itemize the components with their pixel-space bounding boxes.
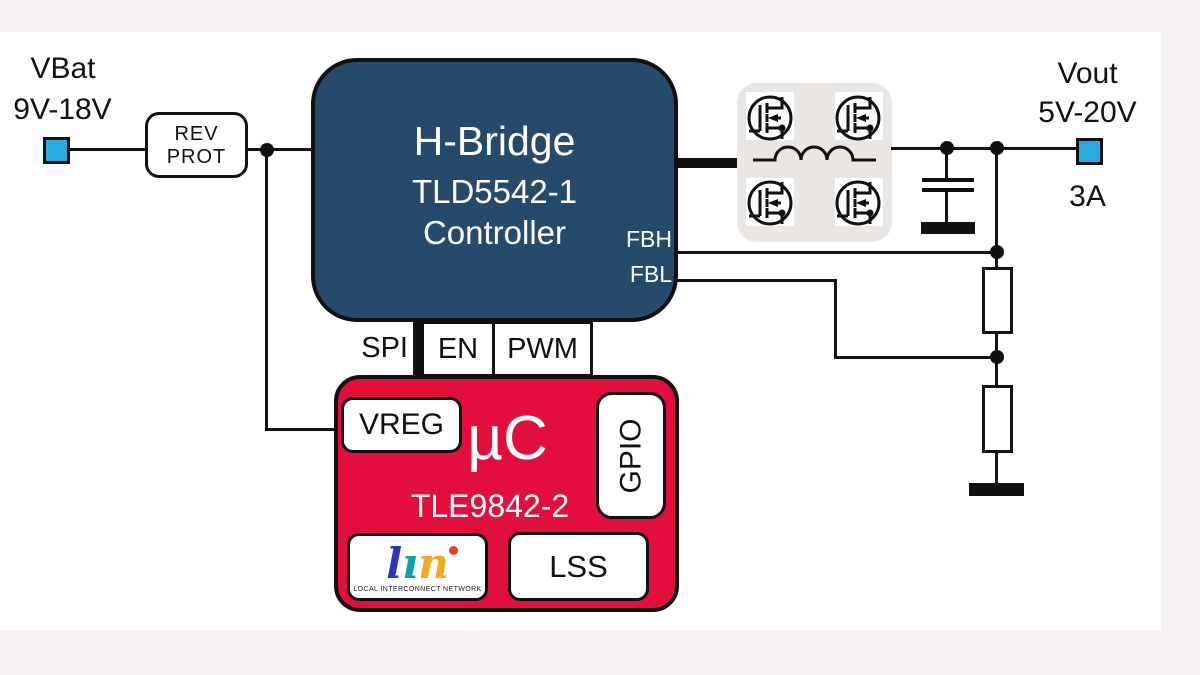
vbat-label: VBat: [30, 52, 96, 85]
mcu-title: µC: [467, 404, 548, 473]
wire-supply-mcu: [265, 428, 335, 431]
pwm-label: PWM: [507, 332, 578, 365]
hbridge-block: H-Bridge TLD5542-1 Controller: [311, 58, 678, 322]
frame-bottom: [0, 630, 1200, 675]
power-stage-graphics: [746, 92, 883, 226]
ground-icon: [969, 483, 1024, 496]
lin-word: lın: [386, 543, 459, 585]
en-pin-box: EN: [421, 321, 495, 377]
vout-terminal: [1076, 138, 1103, 165]
rev-prot-block: REV PROT: [145, 112, 248, 178]
hbridge-title: H-Bridge: [413, 118, 576, 164]
frame-top: [0, 0, 1200, 32]
gpio-label: GPIO: [614, 417, 648, 494]
lss-box: LSS: [508, 532, 649, 601]
capacitor-icon: [922, 188, 974, 192]
junction-dot: [990, 350, 1004, 364]
pwm-pin-box: PWM: [492, 321, 593, 377]
vreg-label: VREG: [358, 408, 445, 441]
resistor-upper: [982, 267, 1013, 334]
rev-prot-line1: REV: [174, 123, 219, 145]
frame-right: [1161, 0, 1200, 675]
wire-fb-bottom: [995, 452, 998, 484]
wire-supply-down: [265, 150, 268, 430]
wire-fbl-h2: [834, 356, 998, 359]
lin-caption: LOCAL INTERCONNECT NETWORK: [353, 586, 482, 593]
hbridge-part: TLD5542-1: [411, 173, 578, 210]
lin-logo-dot-icon: [449, 546, 459, 555]
resistor-lower: [982, 385, 1013, 453]
wire-fb-top: [995, 148, 998, 268]
gpio-box: GPIO: [596, 392, 666, 519]
lss-label: LSS: [549, 548, 608, 584]
wire-hbridge-powerstage: [676, 158, 738, 168]
wire-fbh: [676, 251, 998, 254]
wire-output: [891, 147, 1077, 150]
vout-range-label: 5V-20V: [1038, 96, 1137, 129]
vbat-terminal: [43, 137, 70, 164]
vout-current-label: 3A: [1069, 180, 1106, 213]
rev-prot-line2: PROT: [166, 146, 227, 168]
wire-fbl-h1: [676, 279, 836, 282]
capacitor-icon: [922, 178, 974, 182]
inductor-icon: [753, 145, 876, 162]
cap-lead-top: [945, 148, 948, 179]
spi-label: SPI: [361, 332, 408, 364]
lin-box: lın LOCAL INTERCONNECT NETWORK: [347, 533, 488, 601]
hbridge-subtitle: Controller: [422, 214, 567, 251]
vbat-range-label: 9V-18V: [13, 93, 112, 126]
en-label: EN: [437, 332, 479, 365]
junction-dot: [990, 245, 1004, 259]
cap-lead-bottom: [945, 192, 948, 222]
wire-vbat-revprot: [68, 148, 145, 151]
ground-icon: [921, 222, 975, 234]
pin-fbl-label: FBL: [629, 261, 672, 287]
vout-label: Vout: [1057, 57, 1118, 90]
wire-fbl-v: [834, 279, 837, 359]
vreg-box: VREG: [341, 397, 462, 453]
wire-revprot-hbridge: [248, 148, 312, 151]
spi-bus-bar: [413, 321, 422, 378]
pin-fbh-label: FBH: [626, 226, 672, 252]
mcu-part: TLE9842-2: [410, 488, 570, 524]
